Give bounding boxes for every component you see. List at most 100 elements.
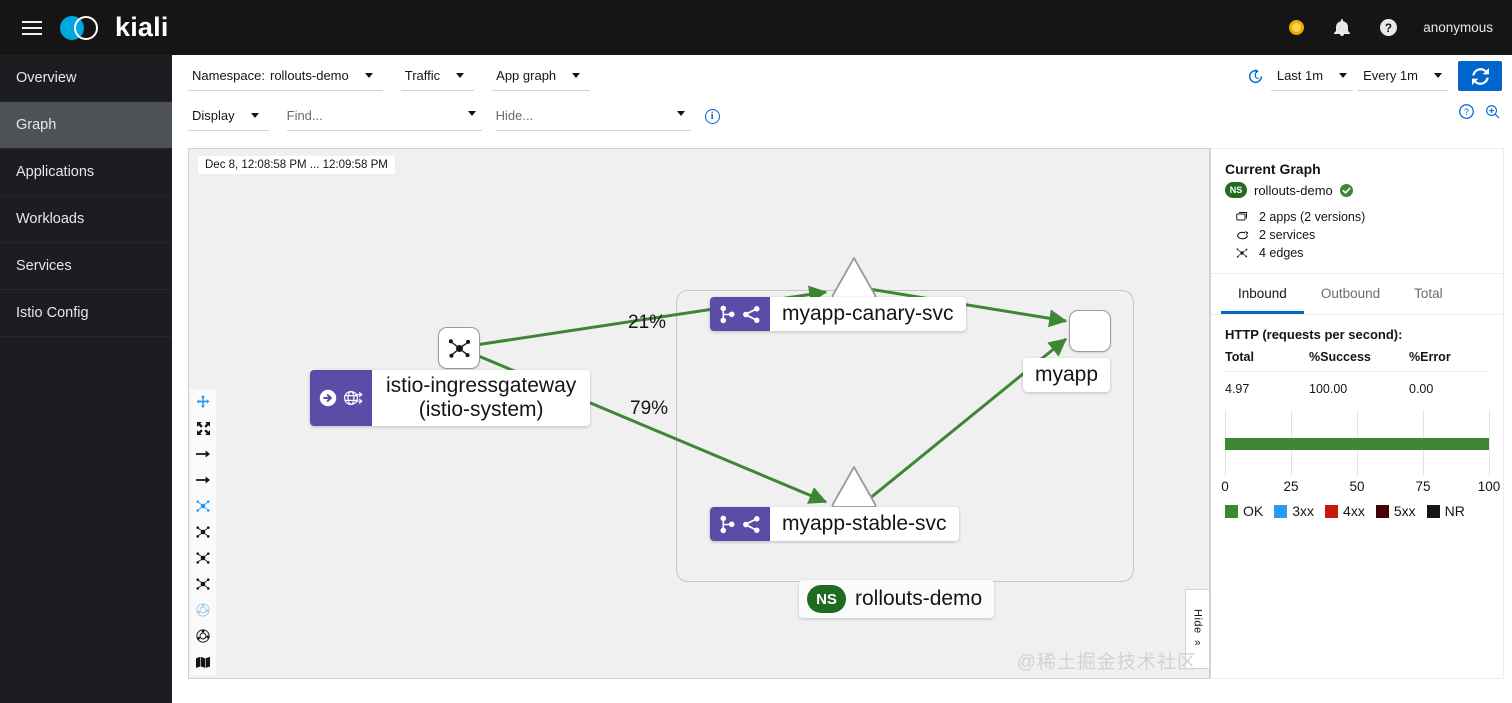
legend-label: NR (1444, 503, 1465, 519)
node-istio-ingressgateway[interactable] (438, 327, 480, 369)
node-badges (710, 507, 770, 542)
chart-x-axis: 0 25 50 75 100 (1221, 479, 1500, 497)
display-selector[interactable]: Display (188, 101, 269, 131)
help-icon[interactable]: ? (1377, 17, 1399, 39)
x-tick: 25 (1283, 479, 1299, 494)
node-label-text: myapp-stable-svc (782, 512, 947, 535)
sidebar-item-overview[interactable]: Overview (0, 55, 172, 102)
legend-label: 3xx (1292, 503, 1315, 519)
legend-swatch (1375, 504, 1389, 518)
zoom-in-icon[interactable] (190, 441, 216, 467)
health-ok-icon (1339, 183, 1353, 197)
traffic-selector[interactable]: Traffic (400, 61, 475, 91)
watermark: @稀土掘金技术社区 (1016, 652, 1197, 673)
chevron-down-icon (676, 111, 685, 116)
main-content: Namespace: rollouts-demo Traffic App gra… (172, 55, 1512, 703)
virtual-service-icon (720, 305, 735, 323)
legend-map-icon[interactable] (190, 649, 216, 675)
chart-legend: OK 3xx 4xx 5xx NR (1225, 503, 1489, 519)
sidebar-item-istio-config[interactable]: Istio Config (0, 290, 172, 337)
display-label: Display (192, 108, 235, 123)
stat-edges: 4 edges (1235, 244, 1489, 262)
table-header-row: Total %Success %Error (1225, 350, 1489, 372)
concentric-layout-icon[interactable] (190, 597, 216, 623)
graph-canvas[interactable]: Dec 8, 12:08:58 PM ... 12:09:58 PM (188, 148, 1210, 679)
legend-swatch (1225, 504, 1238, 518)
table-row: 4.97 100.00 0.00 (1225, 372, 1489, 396)
layout-grid-icon[interactable] (190, 545, 216, 571)
tab-label: Inbound (1238, 286, 1287, 301)
graph-help-actions: ? (1459, 104, 1500, 119)
graph-type-selector[interactable]: App graph (492, 61, 591, 91)
sidebar-item-label: Istio Config (16, 305, 89, 321)
panel-tabs: Inbound Outbound Total (1211, 274, 1503, 315)
svg-text:?: ? (1464, 107, 1469, 117)
legend-item-4xx[interactable]: 4xx (1325, 503, 1365, 519)
find-input[interactable]: Find... (286, 101, 482, 131)
kiali-logo-icon (60, 13, 106, 43)
sidebar-item-graph[interactable]: Graph (0, 102, 172, 149)
namespace-selector[interactable]: Namespace: rollouts-demo (188, 61, 383, 91)
x-tick: 0 (1221, 479, 1229, 494)
node-myapp-stable-svc[interactable] (829, 463, 879, 509)
tab-outbound[interactable]: Outbound (1304, 274, 1397, 314)
masthead-actions: ? anonymous (1285, 17, 1512, 39)
node-myapp-canary-svc[interactable] (829, 254, 879, 300)
sidebar-item-services[interactable]: Services (0, 243, 172, 290)
chevron-right-double-icon: » (1194, 636, 1201, 649)
share-network-icon (743, 515, 760, 533)
chevron-down-icon (572, 72, 581, 78)
cell-success: 100.00 (1309, 382, 1348, 396)
layout-default-icon[interactable] (190, 493, 216, 519)
graph-legend-icon[interactable] (1485, 104, 1500, 119)
username-label[interactable]: anonymous (1423, 20, 1493, 35)
legend-item-3xx[interactable]: 3xx (1274, 503, 1314, 519)
legend-swatch (1325, 504, 1339, 518)
refresh-interval-selector[interactable]: Every 1m (1357, 61, 1448, 91)
node-label-myapp[interactable]: myapp (1023, 358, 1111, 393)
x-tick: 75 (1415, 479, 1431, 494)
time-range-selector[interactable]: Last 1m (1270, 61, 1354, 91)
layout-cola-icon[interactable] (190, 571, 216, 597)
drag-mode-icon[interactable] (190, 389, 216, 415)
graph-toolbar-primary: Namespace: rollouts-demo Traffic App gra… (172, 55, 1512, 96)
circle-layout-icon[interactable] (190, 623, 216, 649)
metrics-table: Total %Success %Error 4.97 100.00 0.00 (1211, 350, 1503, 396)
status-dot-icon[interactable] (1285, 17, 1307, 39)
chevron-down-icon (250, 113, 259, 118)
help-circle-icon[interactable]: ? (1459, 104, 1474, 119)
graph-type-label: App graph (496, 67, 557, 83)
legend-item-ok[interactable]: OK (1225, 503, 1263, 519)
edge-label-canary-pct: 21% (628, 312, 667, 333)
edge-canary-to-myapp (868, 287, 1068, 328)
layout-dagre-icon[interactable] (190, 519, 216, 545)
edges-icon (1235, 247, 1249, 259)
node-label-myapp-stable-svc[interactable]: myapp-stable-svc (710, 507, 959, 542)
node-label-myapp-canary-svc[interactable]: myapp-canary-svc (710, 297, 966, 332)
tab-total[interactable]: Total (1397, 274, 1460, 314)
tab-label: Outbound (1320, 286, 1381, 301)
sidebar-item-applications[interactable]: Applications (0, 149, 172, 196)
stat-services: 2 services (1235, 226, 1489, 244)
legend-item-nr[interactable]: NR (1426, 503, 1465, 519)
node-myapp[interactable] (1069, 310, 1111, 352)
sidebar-item-workloads[interactable]: Workloads (0, 196, 172, 243)
cell-error: 0.00 (1409, 382, 1434, 396)
gateway-globe-icon (343, 391, 363, 406)
namespace-box-label[interactable]: NS rollouts-demo (799, 580, 995, 618)
panel-collapse-toggle[interactable]: Hide » (1185, 589, 1209, 669)
hide-input[interactable]: Hide... (495, 101, 691, 131)
virtual-service-icon (720, 515, 735, 533)
history-icon[interactable] (1248, 68, 1263, 84)
namespace-name[interactable]: rollouts-demo (1254, 182, 1333, 198)
refresh-button[interactable] (1458, 61, 1502, 91)
fit-to-screen-icon[interactable] (190, 415, 216, 441)
info-icon[interactable]: i (704, 108, 720, 124)
x-tick: 50 (1349, 479, 1365, 494)
hamburger-icon[interactable] (8, 0, 56, 55)
zoom-out-icon[interactable] (190, 467, 216, 493)
tab-inbound[interactable]: Inbound (1221, 274, 1304, 314)
bell-icon[interactable] (1331, 17, 1353, 39)
node-label-istio-ingressgateway[interactable]: istio-ingressgateway (istio-system) (310, 370, 591, 427)
legend-item-5xx[interactable]: 5xx (1375, 503, 1416, 519)
